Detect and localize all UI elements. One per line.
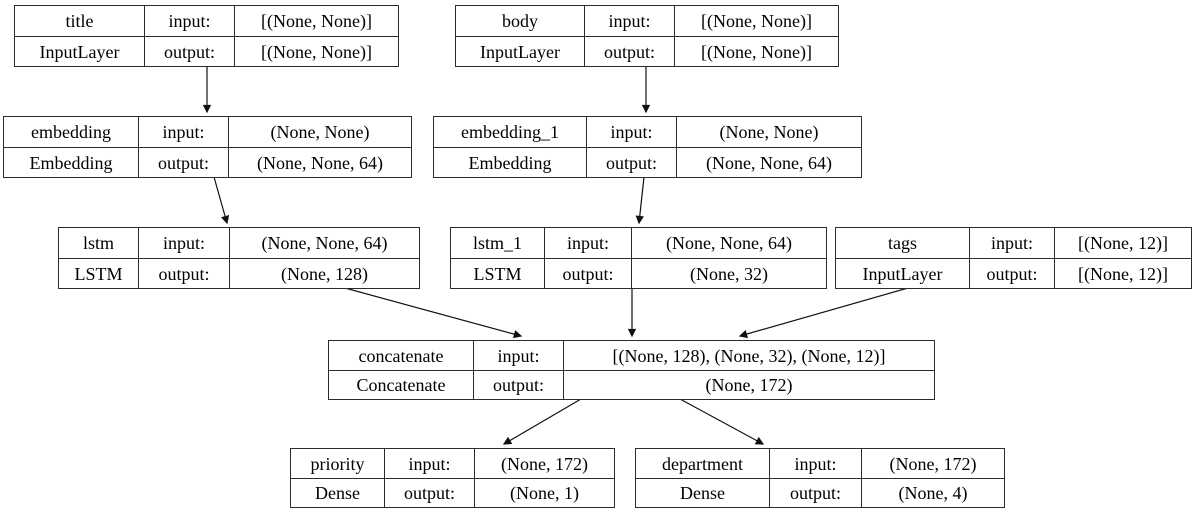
layer-name: body [502,11,538,31]
layer-name: department [662,453,743,474]
input-shape: (None, 172) [861,449,1004,478]
layer-type: LSTM [59,258,138,288]
output-shape: (None, None, 64) [676,147,861,177]
io-label-output: output: [473,370,563,399]
io-label-input: input: [138,117,228,147]
io-label-output: output: [138,147,228,177]
io-label-output: output: [584,36,674,66]
output-shape: (None, 172) [563,370,934,399]
layer-name: title [65,11,94,31]
io-label-input: input: [473,341,563,370]
output-shape: (None, 4) [861,478,1004,507]
layer-type: Concatenate [329,370,473,399]
layer-node-concatenate: concatenate input:[(None, 128), (None, 32… [328,340,935,400]
input-shape: (None, None, 64) [631,228,826,258]
io-label-input: input: [544,228,631,258]
io-label-input: input: [384,449,474,478]
io-label-input: input: [584,6,674,36]
edge-concatenate-to-department [679,398,765,445]
io-label-output: output: [586,147,676,177]
io-label-input: input: [769,449,861,478]
layer-name: priority [310,453,365,474]
layer-type: LSTM [451,258,544,288]
layer-type: InputLayer [836,258,969,288]
layer-name: tags [888,233,917,253]
io-label-input: input: [969,228,1054,258]
output-shape: (None, 1) [474,478,614,507]
input-shape: [(None, None)] [234,6,398,36]
io-label-output: output: [969,258,1054,288]
io-label-output: output: [769,478,861,507]
output-shape: [(None, 12)] [1054,258,1191,288]
edge-lstm-to-concatenate [344,287,523,339]
edge-tags-to-concatenate [738,287,909,339]
input-shape: [(None, 128), (None, 32), (None, 12)] [563,341,934,370]
layer-type: InputLayer [456,36,584,66]
output-shape: [(None, None)] [674,36,838,66]
output-shape: (None, 32) [631,258,826,288]
io-label-input: input: [586,117,676,147]
layer-type: InputLayer [15,36,144,66]
io-label-output: output: [138,258,229,288]
io-label-output: output: [544,258,631,288]
io-label-input: input: [138,228,229,258]
layer-name: lstm [82,233,114,253]
input-shape: [(None, 12)] [1054,228,1191,258]
input-shape: (None, None) [228,117,411,147]
output-shape: (None, 128) [229,258,419,288]
layer-type: Dense [636,478,769,507]
layer-name: concatenate [358,345,444,366]
input-shape: (None, 172) [474,449,614,478]
edge-concatenate-to-priority [502,398,582,445]
edge-embedding-to-lstm [213,176,230,225]
io-label-output: output: [144,36,234,66]
io-label-input: input: [144,6,234,36]
edge-embedding_1-to-lstm_1 [635,176,645,225]
layer-name: embedding [31,122,111,142]
output-shape: [(None, None)] [234,36,398,66]
layer-type: Embedding [434,147,586,177]
input-shape: (None, None, 64) [229,228,419,258]
layer-type: Embedding [4,147,138,177]
output-shape: (None, None, 64) [228,147,411,177]
layer-name: lstm_1 [472,233,522,253]
io-label-output: output: [384,478,474,507]
input-shape: [(None, None)] [674,6,838,36]
input-shape: (None, None) [676,117,861,147]
layer-type: Dense [291,478,384,507]
layer-name: embedding_1 [461,122,559,142]
